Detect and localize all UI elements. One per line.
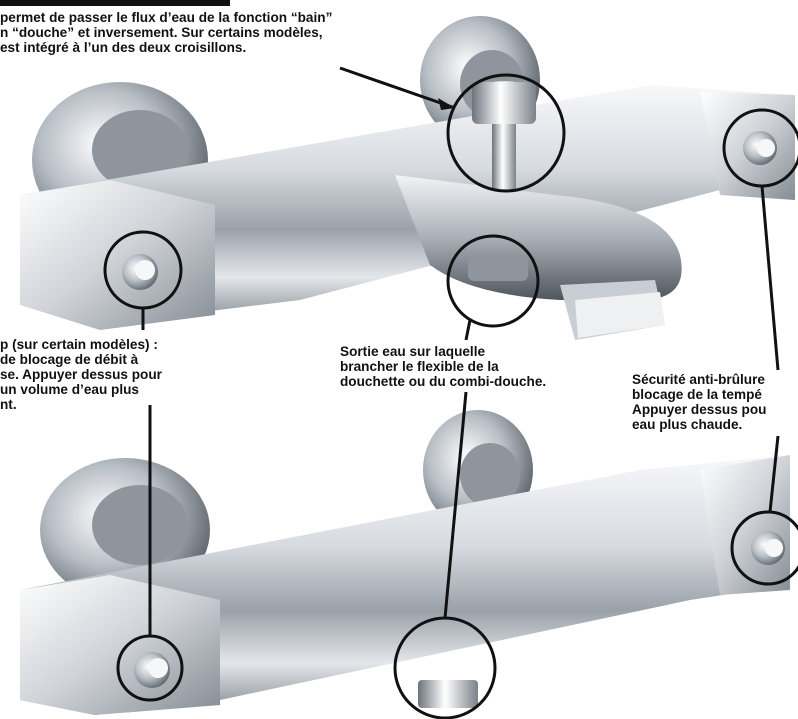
eco-stop-label-line-5: nt.	[0, 397, 17, 412]
eco-stop-label-line-2: de blocage de débit à	[0, 352, 139, 367]
anti-scald-label-line-1: Sécurité anti-brûlure	[632, 372, 765, 387]
diverter-label: permet de passer le flux d’eau de la fon…	[0, 10, 440, 55]
eco-stop-label-line-4: un volume d’eau plus	[0, 382, 139, 397]
bottom-outlet	[418, 680, 478, 708]
anti-scald-label-line-3: Appuyer dessus pou	[632, 402, 767, 417]
leader-safety-top	[760, 185, 780, 371]
bottom-faucet	[20, 410, 790, 715]
anti-scald-label: Sécurité anti-brûlure blocage de la temp…	[632, 372, 798, 432]
arrowhead-diverter	[438, 98, 455, 110]
callout-circle-safety-bottom	[730, 510, 798, 586]
eco-stop-label: p (sur certain modèles) : de blocage de …	[0, 337, 225, 412]
callout-circle-outlet-top	[446, 234, 540, 328]
top-spout	[395, 175, 682, 300]
diverter-label-line-2: n “douche” et inversement. Sur certains …	[0, 25, 323, 40]
anti-scald-label-line-4: eau plus chaude.	[632, 417, 743, 432]
outlet-label-line-2: brancher le flexible de la	[340, 359, 499, 374]
leader-outlet-top	[464, 319, 472, 341]
leader-safety-bottom	[768, 435, 780, 513]
eco-stop-label-line-3: se. Appuyer dessus pour	[0, 367, 162, 382]
diverter-label-line-3: est intégré à l’un des deux croisillons.	[0, 40, 247, 55]
leader-outlet-bottom	[443, 391, 468, 619]
eco-stop-label-line-1: p (sur certain modèles) :	[0, 337, 158, 352]
outlet-label-line-3: douchette ou du combi-douche.	[340, 374, 547, 389]
callout-circle-diverter	[446, 73, 566, 193]
top-faucet	[20, 16, 795, 340]
outlet-label-line-1: Sortie eau sur laquelle	[340, 344, 486, 359]
bottom-left-cap	[20, 575, 220, 715]
header-bar	[0, 0, 230, 6]
outlet-label: Sortie eau sur laquelle brancher le flex…	[340, 344, 590, 389]
leader-diverter	[339, 66, 456, 110]
anti-scald-label-line-2: blocage de la tempé	[632, 387, 762, 402]
diverter-label-line-1: permet de passer le flux d’eau de la fon…	[0, 10, 333, 25]
top-left-cap	[20, 180, 215, 330]
callouts	[103, 66, 798, 719]
